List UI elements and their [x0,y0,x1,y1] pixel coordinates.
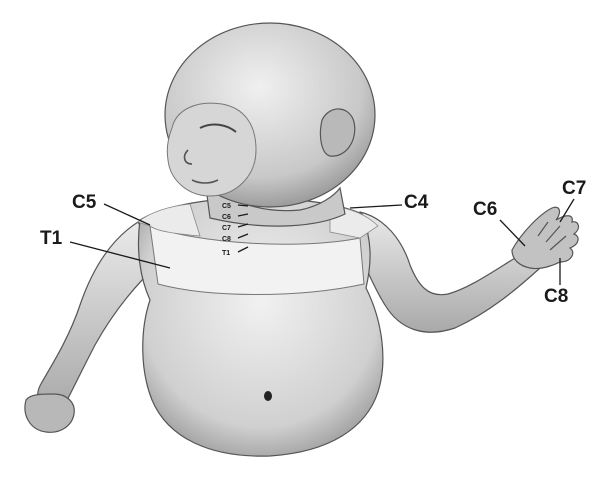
left-fist [25,394,74,432]
label-t1: T1 [40,228,63,249]
neck-label-c5: C5 [222,203,231,210]
label-c7: C7 [562,178,586,199]
neck-label-c7: C7 [222,225,231,232]
leader-c5 [104,204,150,225]
head [165,23,375,207]
label-c8: C8 [544,286,568,307]
leader-c4 [350,205,402,208]
neck-label-c8: C8 [222,236,231,243]
right-arm [352,207,578,332]
label-c6: C6 [473,199,497,220]
neck-label-c6: C6 [222,214,231,221]
label-c5: C5 [72,192,97,213]
label-c4: C4 [404,192,429,213]
navel [264,391,272,401]
right-hand [512,207,578,268]
leader-c6 [500,220,525,246]
neck-label-t1: T1 [222,250,230,257]
